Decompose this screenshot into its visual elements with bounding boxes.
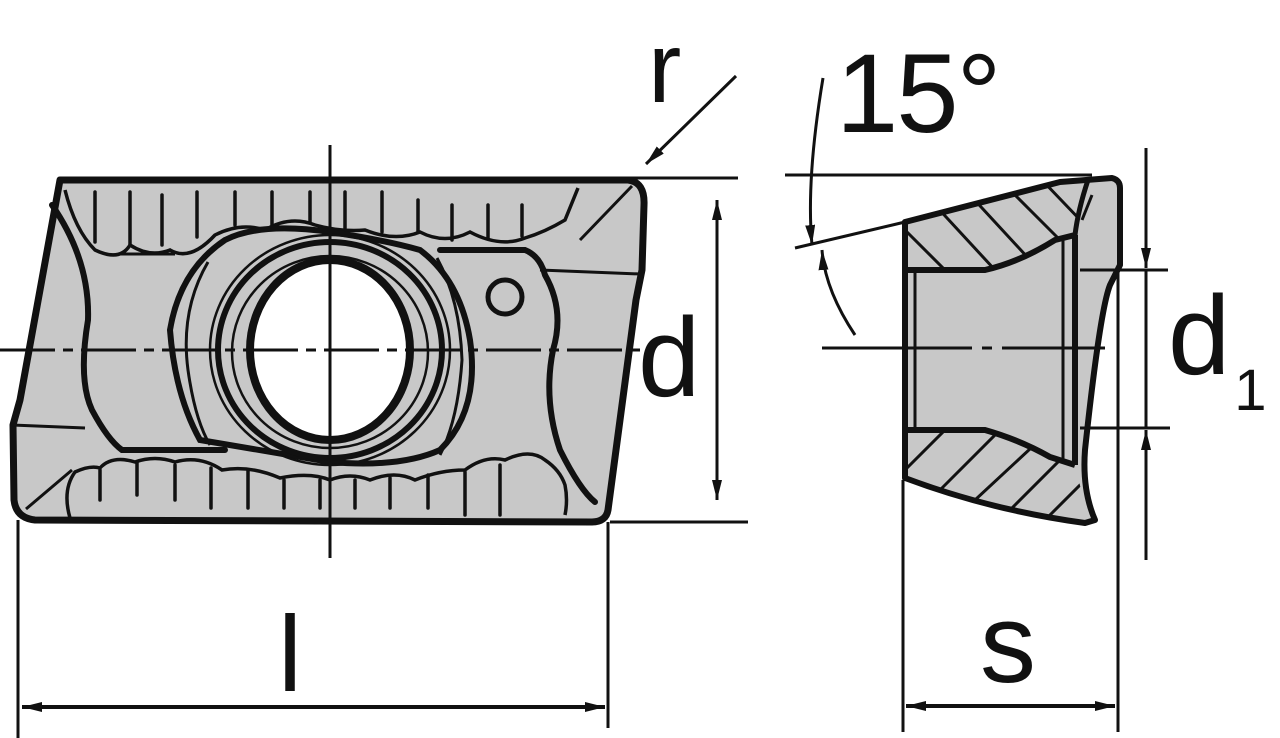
thickness-label: s: [980, 581, 1036, 706]
dimension-d1: [1080, 148, 1170, 560]
width-label: d: [638, 295, 701, 420]
angle-label: 15°: [836, 31, 1001, 156]
hole-diameter-main: d: [1168, 273, 1231, 398]
hole-diameter-subscript: 1: [1234, 358, 1267, 423]
index-mark: [485, 277, 525, 317]
insert-top-view: [0, 145, 650, 558]
dimension-d: [610, 176, 748, 524]
hole-diameter-label: d1: [1168, 280, 1267, 420]
dimension-l: [16, 520, 610, 738]
length-label: l: [278, 593, 302, 714]
dimension-s: [901, 270, 1120, 732]
insert-side-view: [785, 77, 1123, 526]
radius-leader: [644, 74, 738, 166]
radius-label: r: [648, 12, 682, 124]
